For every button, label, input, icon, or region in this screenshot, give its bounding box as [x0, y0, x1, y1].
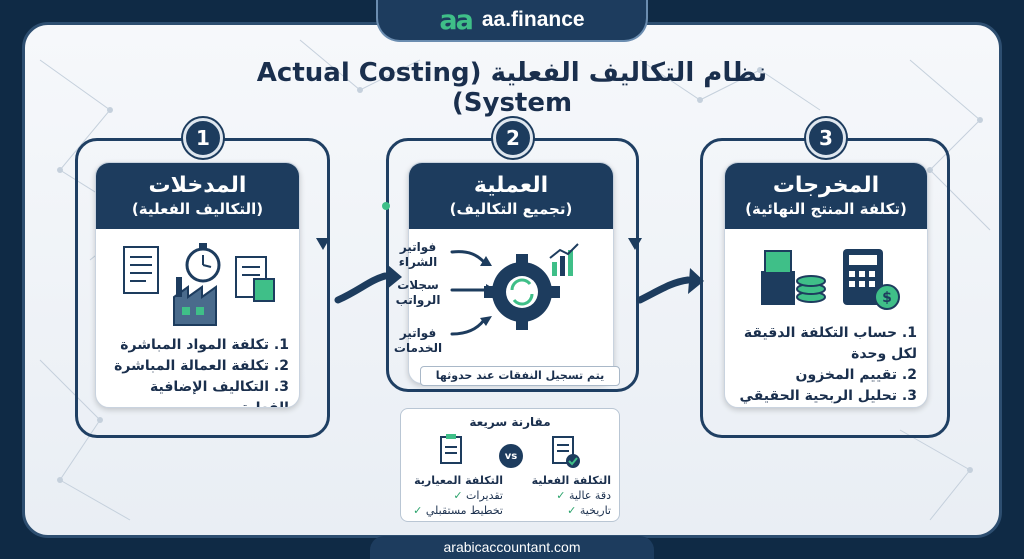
outputs-card-header: المخرجات (تكلفة المنتج النهائية): [725, 163, 927, 229]
outputs-card: المخرجات (تكلفة المنتج النهائية) $ 1. حس…: [724, 162, 928, 408]
inputs-illustration: [123, 243, 275, 326]
outputs-item-2: 2. تقييم المخزون: [795, 367, 917, 383]
stopwatch-icon: [185, 243, 221, 283]
inputs-heading: المدخلات: [148, 173, 247, 198]
outputs-item-1: 1. حساب التكلفة الدقيقة لكل وحدة: [743, 325, 917, 362]
check-icon: ✓: [413, 504, 423, 517]
calculator-dollar-icon: $: [843, 249, 900, 310]
outputs-illustration: $: [761, 249, 900, 310]
comparison-icons: [440, 434, 580, 468]
check-icon: ✓: [453, 489, 463, 502]
actual-cost-column: التكلفة الفعلية دقة عالية ✓ تاريخية ✓: [519, 473, 611, 518]
comparison-title: مقارنة سريعة: [469, 415, 551, 429]
brand-name: aa.finance: [481, 8, 585, 31]
standard-cost-point-1: تقديرات ✓: [453, 489, 503, 502]
comparison-panel: مقارنة سريعة vs التكلفة المعيارية تقديرا…: [400, 408, 620, 522]
inputs-item-2: 2. تكلفة العمالة المباشرة: [114, 358, 289, 374]
process-subheading: (تجميع التكاليف): [449, 200, 573, 218]
process-input-purchase-invoices: فواتير الشراء: [398, 240, 438, 269]
page-title: نظام التكاليف الفعلية (Actual Costing Sy…: [256, 58, 768, 118]
inputs-card: المدخلات (التكاليف الفعلية): [95, 162, 300, 408]
standard-cost-clipboard-icon: [440, 434, 462, 464]
footer-url[interactable]: arabicaccountant.com: [370, 536, 654, 559]
inputs-list: 1. تكلفة المواد المباشرة 2. تكلفة العمال…: [99, 335, 289, 408]
receipt-calculator-icon: [235, 256, 275, 302]
boxes-coins-icon: [761, 250, 826, 305]
inputs-subheading: (التكاليف الفعلية): [131, 200, 264, 218]
factory-icon: [173, 277, 217, 326]
svg-text:$: $: [882, 290, 892, 306]
process-heading: العملية: [473, 173, 549, 198]
actual-cost-point-1: دقة عالية ✓: [556, 489, 611, 502]
inputs-card-header: المدخلات (التكاليف الفعلية): [96, 163, 299, 229]
inputs-item-1: 1. تكلفة المواد المباشرة: [120, 337, 289, 353]
inputs-item-3: 3. التكاليف الإضافية الفعلية: [149, 379, 289, 408]
process-input-payroll-records: سجلات الرواتب: [395, 278, 441, 307]
step-1-number: 1: [183, 118, 223, 158]
outputs-heading: المخرجات: [772, 173, 880, 198]
process-input-service-invoices: فواتير الخدمات: [393, 326, 443, 355]
invoice-icon: [123, 246, 159, 294]
actual-cost-label: التكلفة الفعلية: [531, 474, 611, 487]
outputs-list: 1. حساب التكلفة الدقيقة لكل وحدة 2. تقيي…: [732, 323, 917, 407]
process-note: يتم تسجيل النفقات عند حدوثها: [420, 366, 620, 386]
process-card-header: العملية (تجميع التكاليف): [409, 163, 613, 229]
step-2-number: 2: [493, 118, 533, 158]
outputs-subheading: (تكلفة المنتج النهائية): [745, 200, 907, 218]
outputs-item-3: 3. تحليل الربحية الحقيقي: [739, 388, 917, 404]
actual-cost-document-icon: [552, 436, 580, 468]
standard-cost-label: التكلفة المعيارية: [414, 474, 503, 487]
brand-logo: aa aa.finance: [376, 0, 648, 42]
vs-badge: vs: [499, 444, 523, 468]
check-icon: ✓: [567, 504, 577, 517]
actual-cost-point-2: تاريخية ✓: [567, 504, 611, 517]
standard-cost-point-2: تخطيط مستقبلي ✓: [413, 504, 503, 517]
step-3-number: 3: [806, 118, 846, 158]
standard-cost-column: التكلفة المعيارية تقديرات ✓ تخطيط مستقبل…: [411, 473, 503, 518]
check-icon: ✓: [556, 489, 566, 502]
brand-mark: aa: [439, 4, 473, 36]
